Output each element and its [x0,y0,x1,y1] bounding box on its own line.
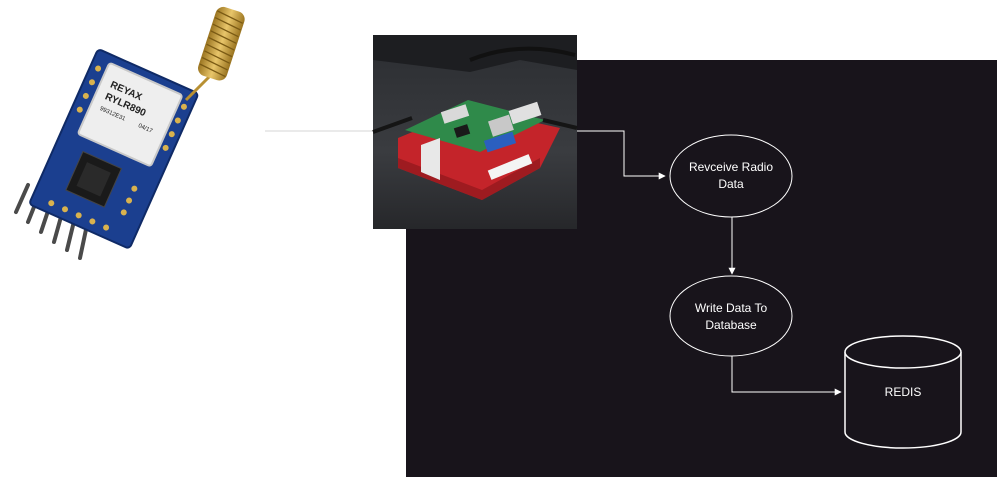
node-receive-label-line2: Data [718,177,744,191]
node-write-label-line2: Database [705,318,757,332]
raspberry-pi-photo [372,35,578,229]
flow-edges [577,130,842,396]
node-write: Write Data To Database [669,275,793,357]
node-redis-label: REDIS [885,385,922,399]
node-write-label-line1: Write Data To [695,301,768,315]
module-pads [48,65,187,231]
node-receive: Revceive Radio Data [669,134,793,218]
module-batch: 04/17 [137,123,154,135]
edge-write-to-redis [731,355,842,396]
node-receive-label-line1: Revceive Radio [689,160,773,174]
antenna [184,6,245,102]
node-redis: REDIS [844,335,962,449]
lora-module-image: REYAX RYLR890 99312E31 04/17 [14,6,245,260]
edge-photo-to-receive [577,130,666,180]
module-shield [77,62,183,167]
